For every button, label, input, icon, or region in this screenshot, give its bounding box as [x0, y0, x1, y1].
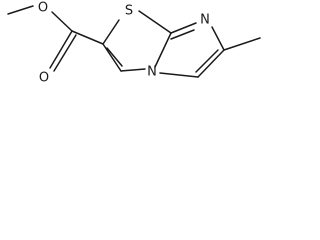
- bond-carbonyl-c2: [71, 30, 104, 45]
- bond-carbonyl-double-b: [53, 34, 77, 72]
- chemical-structure: O O S N N: [7, 1, 261, 86]
- atom-label-bridgehead-nitrogen: N: [147, 65, 157, 80]
- bond-methyl-ester-oxygen: [7, 5, 34, 15]
- atom-label-carbonyl-oxygen: O: [39, 71, 49, 86]
- bond-c5-bridgehead-n: [159, 72, 199, 78]
- atom-label-imidazole-nitrogen: N: [200, 13, 210, 28]
- bond-imidazole-n-c6: [211, 26, 225, 51]
- atom-label-sulfur: S: [125, 4, 133, 19]
- atom-labels: O O S N N: [38, 1, 210, 86]
- bond-c7a-imidazole-n-double: [170, 29, 195, 40]
- bond-c2-c3-inner-double: [106, 47, 123, 67]
- bond-c6-c5: [197, 49, 225, 78]
- bond-c7a-bridgehead-n: [154, 32, 172, 68]
- bond-c2-sulfur: [102, 19, 120, 45]
- structure-canvas: O O S N N: [0, 0, 269, 87]
- bond-c3-c2: [102, 43, 122, 72]
- bond-bridgehead-n-c3: [120, 68, 146, 72]
- bond-c6-c5-double: [195, 49, 219, 73]
- bond-c6-methyl: [223, 37, 261, 51]
- bond-carbonyl-double-a: [49, 30, 73, 69]
- bond-c7a-imidazole-n: [170, 22, 197, 34]
- bond-sulfur-c7a: [138, 10, 172, 34]
- atom-label-ester-oxygen: O: [38, 1, 48, 16]
- bonds: [7, 5, 261, 78]
- bond-ester-oxygen-carbonyl: [51, 11, 73, 32]
